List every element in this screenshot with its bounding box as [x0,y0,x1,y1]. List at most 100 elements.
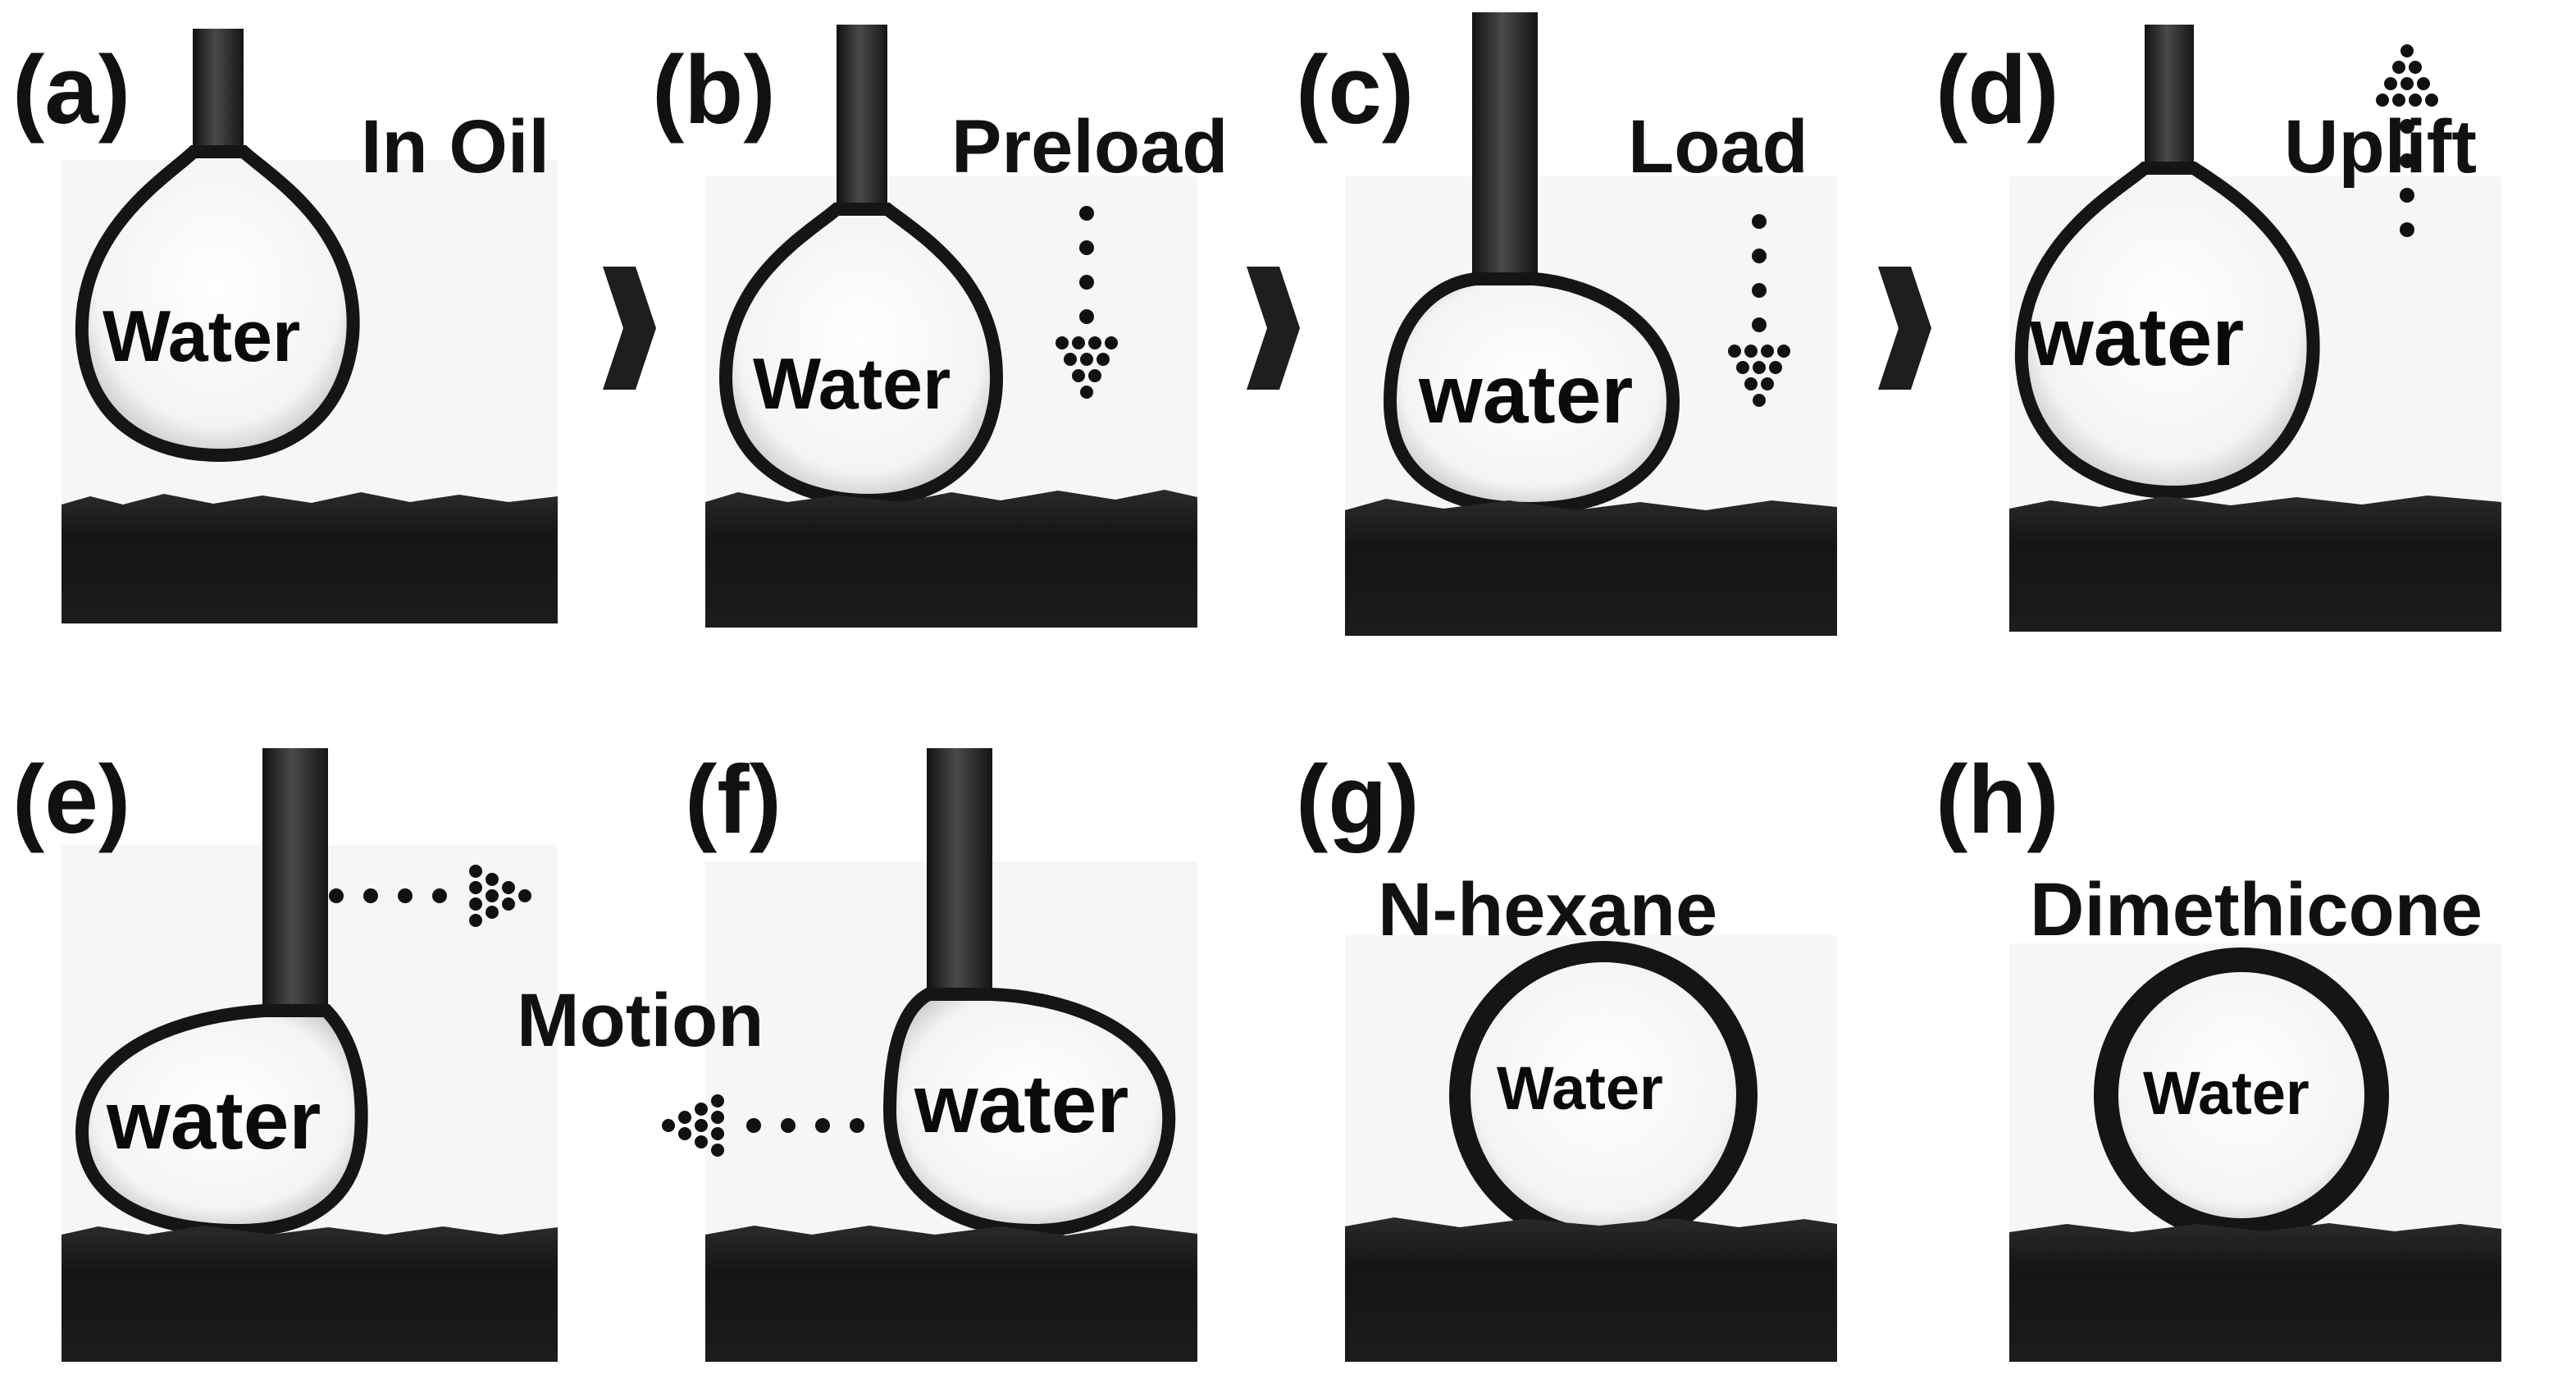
panel-g: (g) N-hexane Water [1296,746,1837,1362]
arrow-dot [1752,283,1767,298]
panel-b: (b) Preload Water [652,25,1228,628]
arrow-dot [518,889,531,902]
arrow-dot [502,897,515,911]
arrow-dot [1064,353,1077,366]
arrow-dot [329,888,344,903]
arrow-dot [2400,77,2414,90]
panel-a: (a) In Oil Water [12,29,558,623]
panel-label-e: (e) [12,746,130,854]
arrow-dot [711,1127,724,1140]
arrow-dot [469,897,482,911]
arrow-dot [711,1144,724,1157]
panel-label-a: (a) [12,36,130,144]
arrow-dot [363,888,378,903]
dotted-arrow-icon [662,1094,864,1157]
substrate-icon [705,1226,1197,1362]
droplet-label-e: water [106,1075,321,1167]
arrow-dot [662,1119,675,1132]
panel-f: (f) Motion water [517,746,1197,1362]
substrate-icon [1345,1217,1837,1362]
arrow-dot [1055,336,1069,349]
step-arrow-icon [603,267,656,390]
arrow-dot [1736,361,1749,374]
substrate-icon [62,492,558,623]
arrow-dot [432,888,447,903]
caption-d: Uplift [2284,105,2477,189]
arrow-dot [1079,309,1094,324]
arrow-dot [1744,377,1758,390]
arrow-dot [469,881,482,894]
arrow-dot [1761,377,1774,390]
arrow-dot [2400,119,2414,134]
arrow-dot [1097,353,1110,366]
arrow-dot [1088,336,1101,349]
caption-c: Load [1628,105,1808,189]
caption-a: In Oil [361,105,549,189]
arrow-dot [502,881,515,894]
caption-f: Motion [517,979,764,1062]
arrow-dot [2384,77,2397,90]
arrow-dot [1088,369,1101,382]
arrow-dot [711,1111,724,1124]
substrate-icon [1345,499,1837,636]
arrow-dot [1753,394,1766,407]
arrow-dot [1769,361,1782,374]
arrow-dot [1752,317,1767,332]
water-droplet-icon [2014,162,2320,500]
arrow-dot [1753,361,1766,374]
arrow-dot [486,889,499,902]
arrow-dot [815,1118,830,1133]
arrow-dot [486,906,499,919]
arrow-dot [781,1118,796,1133]
caption-h: Dimethicone [2030,868,2483,952]
arrow-dot [678,1111,691,1124]
arrow-dot [2392,61,2405,74]
dotted-arrow-icon [1055,206,1118,399]
arrow-dot [2376,94,2389,107]
needle-icon [193,29,244,152]
arrow-dot [2417,77,2430,90]
panel-h: (h) Dimethicone Water [1935,746,2501,1362]
caption-g: N-hexane [1378,868,1717,952]
needle-icon [2145,25,2194,168]
panel-e: (e) water [12,746,558,1362]
arrow-dot [1080,386,1093,399]
arrow-dot [2400,188,2414,203]
arrow-dot [1079,206,1094,221]
arrow-dot [2392,94,2405,107]
substrate-icon [62,1226,558,1362]
arrow-dot [1072,336,1085,349]
arrow-dot [1744,345,1758,358]
water-droplet-icon [75,145,360,463]
arrow-dot [2425,94,2438,107]
arrow-dot [469,914,482,927]
dotted-arrow-icon [2376,44,2438,237]
droplet-label-c: water [1418,349,1633,441]
needle-icon [837,25,887,209]
arrow-dot [1752,249,1767,263]
caption-b: Preload [951,105,1228,189]
arrow-dot [2400,222,2414,237]
arrow-dot [486,873,499,886]
substrate-icon [705,490,1197,628]
arrow-dot [1105,336,1118,349]
droplet-label-d: water [2029,291,2244,383]
needle-icon [927,748,992,994]
arrow-dot [1777,345,1790,358]
panel-c: (c) Load water [1296,12,1837,636]
droplet-label-h: Water [2143,1059,2309,1127]
arrow-dot [1761,345,1774,358]
arrow-dot [678,1127,691,1140]
arrow-dot [469,865,482,878]
arrow-dot [2409,61,2422,74]
arrow-dot [398,888,413,903]
arrow-dot [1079,275,1094,290]
panel-label-g: (g) [1296,746,1420,854]
arrow-dot [2400,44,2414,57]
arrow-dot [711,1094,724,1107]
substrate-icon [2009,1223,2501,1362]
panel-label-f: (f) [685,746,782,854]
water-droplet-icon [882,988,1176,1238]
arrow-dot [1080,353,1093,366]
